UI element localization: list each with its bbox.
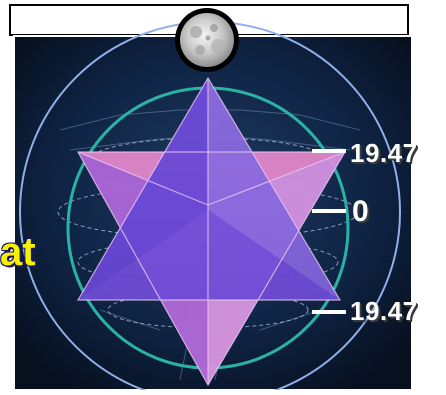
center-label: 0 bbox=[352, 195, 369, 229]
lower-angle-label: 19.47 bbox=[350, 296, 418, 327]
edge-word-fragment: at bbox=[0, 230, 36, 275]
upper-angle-label: 19.47 bbox=[350, 138, 418, 169]
moon-icon bbox=[175, 8, 239, 72]
